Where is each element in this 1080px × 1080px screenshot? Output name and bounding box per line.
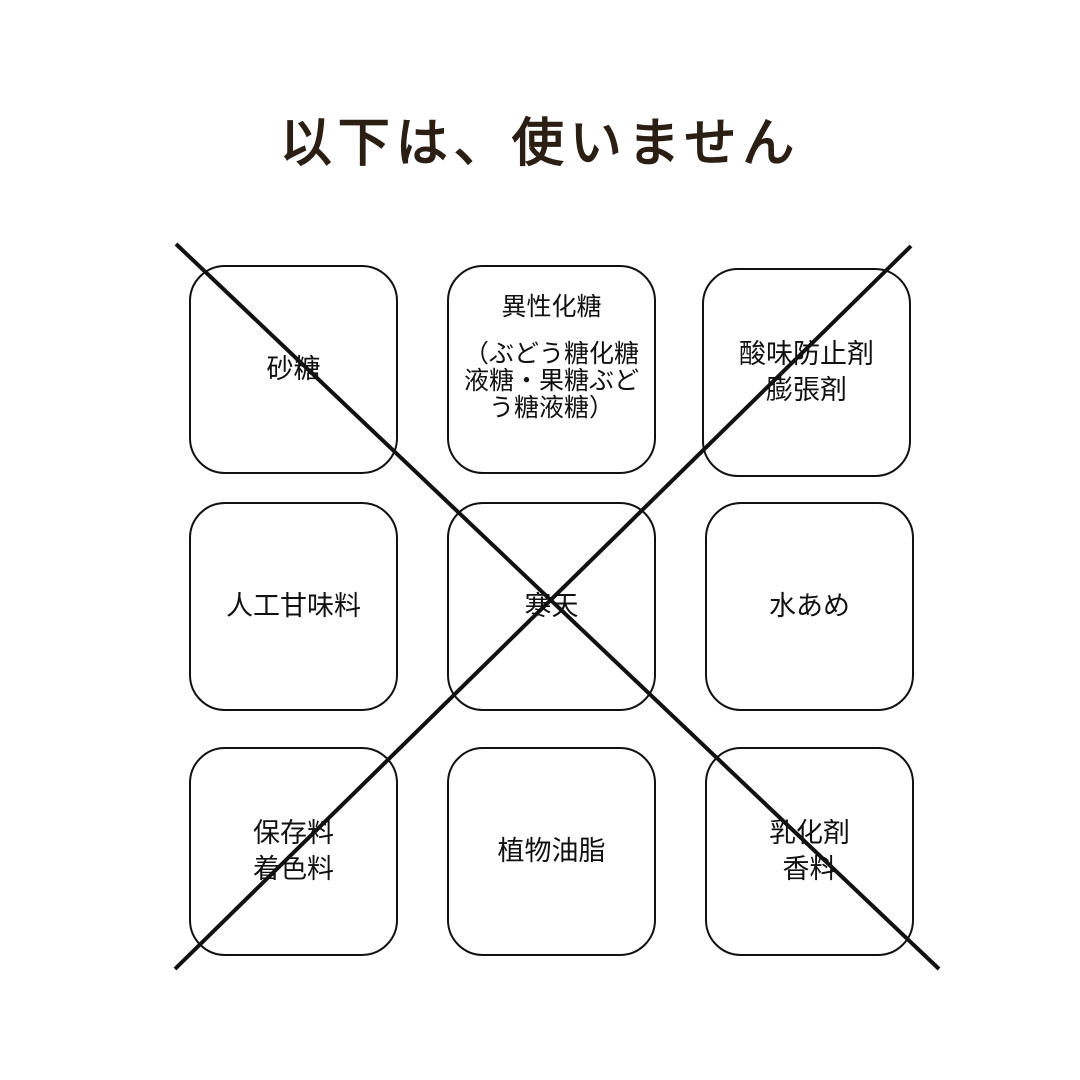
ingredient-label: 異性化糖 — [501, 292, 602, 321]
ingredient-label: 砂糖 — [266, 353, 321, 385]
ingredient-label: 香料 — [782, 853, 837, 885]
page-title: 以下は、使いません — [279, 114, 801, 174]
ingredient-label: 水あめ — [769, 590, 850, 622]
ingredient-box-acidulant-leavening: 酸味防止剤 膨張剤 — [702, 268, 911, 477]
ingredient-box-agar: 寒天 — [447, 502, 656, 711]
ingredient-label: 寒天 — [524, 590, 579, 622]
ingredient-box-starch-syrup: 水あめ — [705, 502, 914, 711]
ingredient-label: 着色料 — [253, 853, 334, 885]
ingredient-detail: （ぶどう糖化糖液糖・果糖ぶどう糖液糖） — [463, 339, 639, 422]
ingredient-label: 膨張剤 — [766, 374, 847, 406]
ingredient-label: 乳化剤 — [769, 817, 850, 849]
ingredient-label: 人工甘味料 — [226, 590, 361, 622]
ingredient-label: 保存料 — [253, 817, 334, 849]
ingredient-box-sugar: 砂糖 — [189, 265, 398, 474]
ingredient-box-emulsifier-flavoring: 乳化剤 香料 — [705, 747, 914, 956]
ingredient-label: 酸味防止剤 — [739, 338, 874, 370]
ingredient-box-isomerized-sugar: 異性化糖 （ぶどう糖化糖液糖・果糖ぶどう糖液糖） — [447, 265, 656, 474]
ingredient-box-artificial-sweetener: 人工甘味料 — [189, 502, 398, 711]
ingredient-box-preservative-coloring: 保存料 着色料 — [189, 747, 398, 956]
ingredient-box-vegetable-oil: 植物油脂 — [447, 747, 656, 956]
ingredient-label: 植物油脂 — [497, 835, 606, 867]
